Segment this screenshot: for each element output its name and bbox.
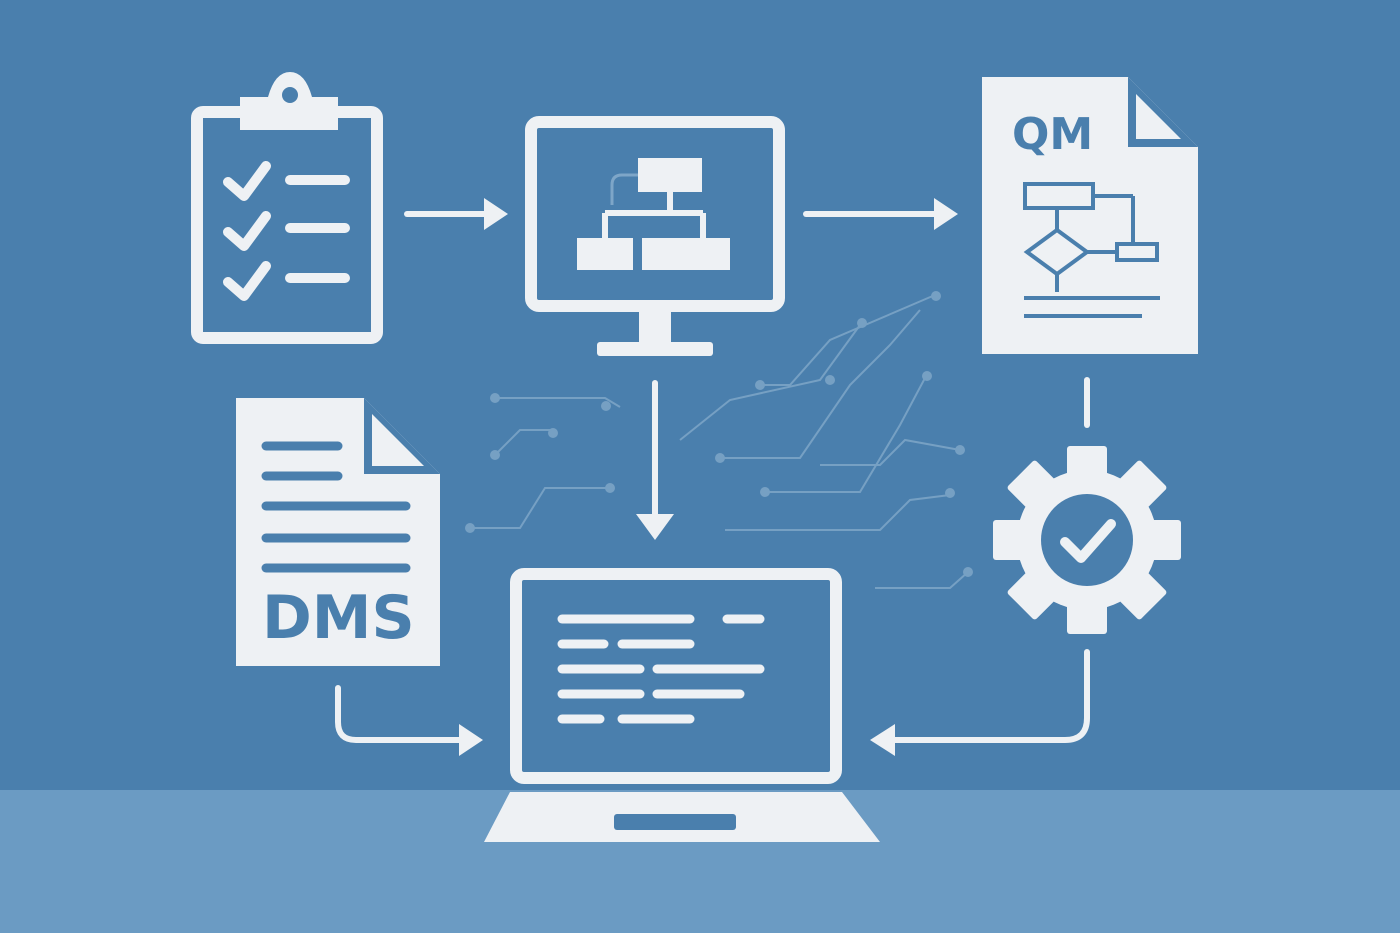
arrow-gear-to-laptop: [889, 649, 1090, 743]
arrow-monitor-to-laptop-head: [636, 514, 674, 540]
dms-document-icon: DMS: [236, 398, 440, 666]
gear-check-icon: [993, 446, 1181, 634]
clipboard-checklist-icon: [191, 72, 383, 344]
arrow-checklist-to-monitor-head: [484, 198, 508, 230]
laptop-icon: [484, 568, 880, 842]
qm-label: QM: [1012, 109, 1093, 160]
arrow-dms-to-laptop-head: [459, 724, 483, 756]
circuit-lines: [465, 291, 973, 589]
arrow-monitor-to-qm-head: [934, 198, 958, 230]
monitor-flowchart-icon: [525, 116, 785, 356]
connector-arrows: [335, 198, 1090, 756]
dms-label: DMS: [262, 583, 415, 653]
arrow-dms-to-laptop: [335, 685, 467, 743]
arrow-gear-to-laptop-head: [870, 724, 895, 756]
qm-document-icon: QM: [982, 77, 1198, 354]
